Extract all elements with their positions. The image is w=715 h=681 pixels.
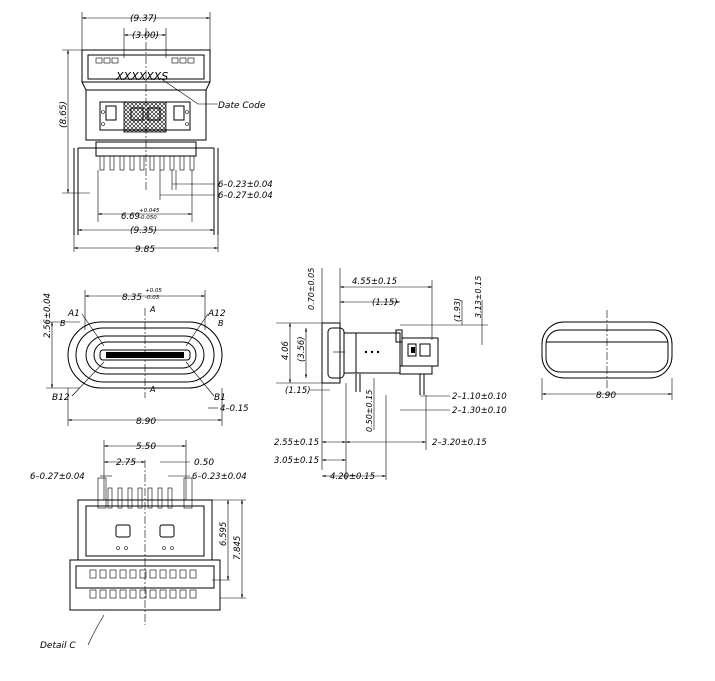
bottom-lower-pins [89, 569, 197, 599]
top-dim-body-ref: (9.35) [130, 226, 157, 236]
front-label-b12: B12 [52, 393, 70, 403]
front-view: 8.35 +0.05 -0.03 2.56±0.04 B B A A A1 A1… [43, 288, 249, 427]
side-dim-a: 0.70±0.05 [307, 268, 316, 310]
end-dim-width: 8.90 [596, 391, 616, 401]
side-dim-n: 3.05±0.15 [274, 456, 319, 466]
top-marking: XXXXXXS [115, 70, 168, 83]
top-dim-pitch-minus: -0.050 [139, 215, 157, 221]
front-section-b-right: B [218, 319, 224, 328]
front-dim-overall-width: 8.90 [136, 417, 156, 427]
bottom-dim-c: 0.50 [194, 458, 214, 468]
detail-c-label: Detail C [40, 641, 76, 651]
top-bottom-pins [99, 155, 195, 171]
side-dim-b: 4.55±0.15 [352, 277, 397, 287]
date-code-label: Date Code [218, 101, 266, 111]
side-dim-g: (3.56) [297, 336, 307, 362]
top-view: (9.37) (3.00) (8.65) XXXXXXS Date Code [59, 12, 273, 255]
top-dim-pin-a: 6–0.23±0.04 [218, 180, 273, 190]
top-dim-pitch-plus: +0.045 [139, 208, 160, 214]
side-dim-e: 3.13±0.15 [474, 276, 483, 318]
bottom-dim-d: 6–0.27±0.04 [30, 472, 85, 482]
front-section-a-top: A [149, 305, 155, 314]
top-dim-center-ref: (3.00) [132, 31, 159, 41]
side-dim-o: 4.20±0.15 [330, 472, 375, 482]
front-dim-radius: 4–0.15 [220, 404, 249, 414]
side-dim-h: (1.15) [285, 386, 311, 396]
side-dim-l: 2.55±0.15 [274, 438, 319, 448]
side-dim-m: 2–3.20±0.15 [432, 438, 487, 448]
side-dim-i: 2–1.10±0.10 [452, 392, 507, 402]
front-label-a12: A12 [207, 309, 226, 319]
top-pin-row [95, 57, 195, 64]
top-dim-overall: 9.85 [135, 245, 155, 255]
front-dim-width-minus: -0.03 [145, 295, 160, 301]
front-label-b1: B1 [214, 393, 226, 403]
side-dim-f: 4.06 [281, 340, 291, 360]
front-section-a-bottom: A [149, 385, 155, 394]
side-view: 0.70±0.05 4.55±0.15 (1.15) (1.93) 3.13±0… [274, 268, 507, 482]
bottom-dim-b: 2.75 [116, 458, 136, 468]
front-dim-width: 8.35 [122, 293, 142, 303]
front-section-b-left: B [60, 319, 66, 328]
top-dim-width-ref: (9.37) [130, 14, 157, 24]
bottom-dim-a: 5.50 [136, 442, 156, 452]
front-label-a1: A1 [67, 309, 80, 319]
bottom-dim-f: 6.595 [219, 522, 229, 546]
bottom-view: 5.50 2.75 0.50 6–0.27±0.04 6–0.23±0.04 [30, 440, 247, 651]
bottom-dim-g: 7.845 [233, 536, 243, 560]
front-dim-width-plus: +0.05 [145, 288, 162, 294]
bottom-dim-e: 6–0.23±0.04 [192, 472, 247, 482]
side-dim-d: (1.93) [453, 298, 462, 322]
end-view: 8.90 [541, 310, 673, 401]
top-dim-pin-b: 6–0.27±0.04 [218, 191, 273, 201]
side-dim-j: 2–1.30±0.10 [452, 406, 507, 416]
top-dim-pitch: 6.69 [121, 212, 140, 222]
side-dim-c: (1.15) [372, 298, 398, 308]
front-dim-height: 2.56±0.04 [43, 293, 53, 338]
bottom-pin-row [97, 477, 193, 509]
top-dim-height-ref: (8.65) [59, 101, 69, 128]
side-dim-k: 0.50±0.15 [365, 390, 374, 432]
